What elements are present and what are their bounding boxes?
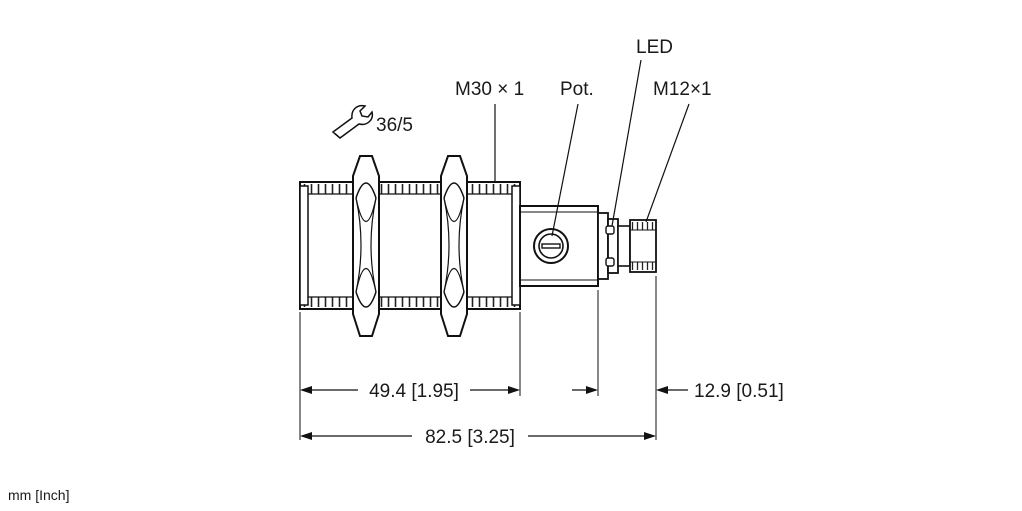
pot-label: Pot.: [560, 79, 594, 100]
led-label: LED: [636, 37, 673, 58]
thread-length-dimension: 49.4 [1.95]: [369, 381, 459, 402]
led-ring: [597, 212, 619, 280]
m12-connector: [617, 219, 657, 273]
connector-label: M12×1: [653, 79, 712, 100]
connector-length-dimension: 12.9 [0.51]: [694, 381, 784, 402]
nut-left: [352, 155, 380, 337]
wrench-size-label: 36/5: [376, 115, 413, 136]
total-length-dimension: 82.5 [3.25]: [425, 427, 515, 448]
wrench-icon: [331, 104, 374, 139]
dimension-lines: [300, 386, 688, 440]
units-note: mm [Inch]: [8, 487, 70, 503]
threaded-body: [299, 181, 521, 310]
leader-lines: [494, 59, 690, 237]
potentiometer: [533, 228, 569, 264]
nut-right: [440, 155, 468, 337]
extension-lines: [299, 276, 657, 440]
thread-main-label: M30 × 1: [455, 79, 524, 100]
